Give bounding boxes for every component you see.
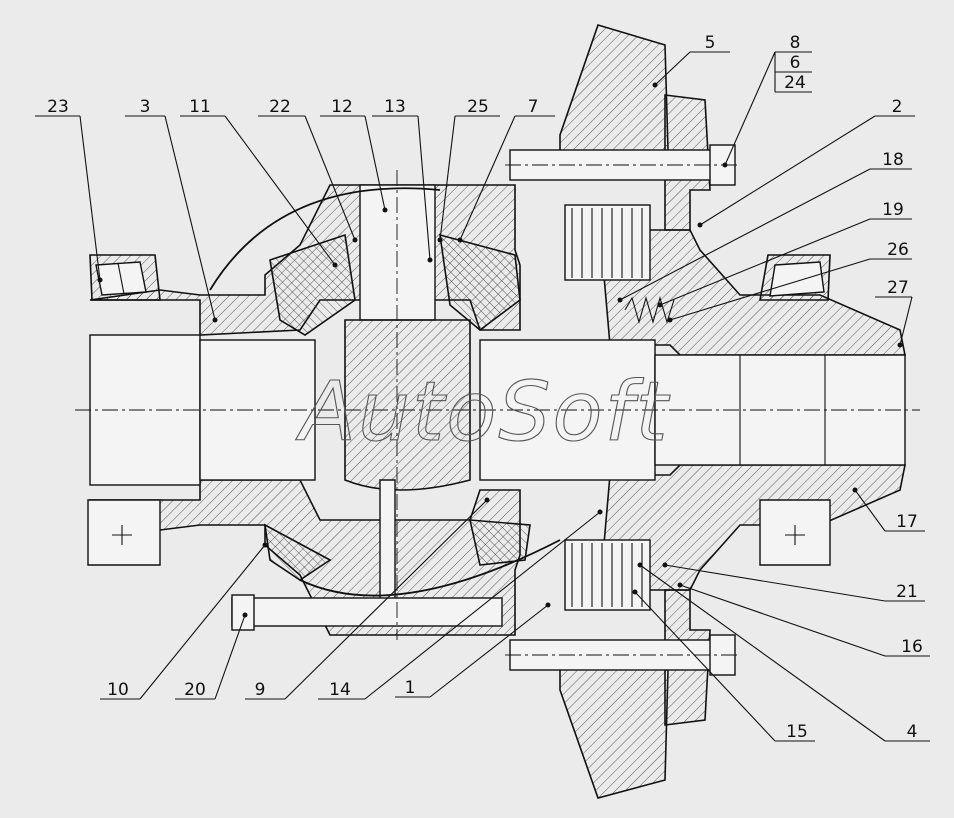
ring-gear bbox=[559, 24, 669, 799]
spring bbox=[624, 296, 675, 324]
leader-dot-7 bbox=[457, 237, 463, 243]
leader-22 bbox=[304, 115, 356, 241]
leader-dot-5 bbox=[652, 82, 658, 88]
watermark: AutoSoft bbox=[295, 365, 670, 460]
leader-14 bbox=[364, 511, 601, 700]
label-25: 25 bbox=[467, 97, 489, 117]
leader-dot-16 bbox=[677, 582, 683, 588]
leader-dot-18 bbox=[617, 297, 623, 303]
leader-dot-19 bbox=[657, 302, 663, 308]
leader-dot-14 bbox=[597, 509, 603, 515]
leader-2 bbox=[699, 115, 876, 226]
leader-dot-8 bbox=[722, 162, 728, 168]
right-mount bbox=[759, 499, 831, 566]
leader-dot-13 bbox=[427, 257, 433, 263]
left-mount bbox=[87, 499, 161, 566]
leader-dot-23 bbox=[97, 277, 103, 283]
label-14: 14 bbox=[329, 680, 351, 700]
leader-25 bbox=[439, 115, 456, 241]
label-12: 12 bbox=[331, 97, 353, 117]
label-24: 24 bbox=[784, 73, 806, 93]
casing-arc bbox=[209, 187, 441, 291]
clutch-plates-bottom bbox=[571, 543, 643, 607]
leader-27 bbox=[899, 296, 913, 346]
leader-15 bbox=[634, 591, 776, 742]
label-9: 9 bbox=[255, 680, 266, 700]
leader-8 bbox=[724, 51, 776, 166]
leader-5 bbox=[654, 51, 691, 86]
leader-26 bbox=[669, 258, 871, 321]
leader-dot-9 bbox=[484, 497, 490, 503]
label-20: 20 bbox=[184, 680, 206, 700]
leader-dot-25 bbox=[437, 237, 443, 243]
leader-17 bbox=[854, 489, 886, 532]
leader-13 bbox=[417, 115, 431, 261]
label-5: 5 bbox=[705, 33, 716, 53]
leader-dot-1 bbox=[545, 602, 551, 608]
label-6: 6 bbox=[790, 53, 801, 73]
label-4: 4 bbox=[907, 722, 918, 742]
leader-dot-20 bbox=[242, 612, 248, 618]
leader-23 bbox=[79, 115, 101, 281]
bearing-right bbox=[759, 254, 831, 301]
label-10: 10 bbox=[107, 680, 129, 700]
leader-7 bbox=[459, 115, 516, 241]
leader-dot-10 bbox=[262, 542, 268, 548]
label-18: 18 bbox=[882, 150, 904, 170]
leader-18 bbox=[619, 168, 871, 301]
bearing-left bbox=[89, 254, 161, 301]
leader-1 bbox=[429, 604, 549, 698]
label-1: 1 bbox=[405, 678, 416, 698]
bolt-left bbox=[231, 594, 503, 631]
leader-19 bbox=[659, 218, 871, 306]
leader-dot-2 bbox=[697, 222, 703, 228]
leader-21 bbox=[664, 564, 886, 602]
leader-dot-3 bbox=[212, 317, 218, 323]
label-23: 23 bbox=[47, 97, 69, 117]
leader-11 bbox=[224, 115, 336, 266]
label-11: 11 bbox=[189, 97, 211, 117]
leader-4 bbox=[639, 564, 886, 742]
spider-pin bbox=[344, 184, 471, 621]
leader-dot-21 bbox=[662, 562, 668, 568]
leader-lines bbox=[35, 51, 930, 742]
leader-20 bbox=[214, 614, 246, 700]
leader-10 bbox=[139, 544, 266, 700]
leader-3 bbox=[164, 115, 216, 321]
clutch-plates-top bbox=[571, 208, 643, 278]
label-13: 13 bbox=[384, 97, 406, 117]
leader-16 bbox=[679, 584, 886, 657]
label-3: 3 bbox=[140, 97, 151, 117]
leader-dot-22 bbox=[352, 237, 358, 243]
label-17: 17 bbox=[896, 512, 918, 532]
leader-dot-27 bbox=[897, 342, 903, 348]
label-19: 19 bbox=[882, 200, 904, 220]
clutch-pack bbox=[564, 204, 651, 611]
leader-dot-26 bbox=[667, 317, 673, 323]
label-2: 2 bbox=[892, 97, 903, 117]
leader-dot-4 bbox=[637, 562, 643, 568]
label-22: 22 bbox=[269, 97, 291, 117]
leader-dot-11 bbox=[332, 262, 338, 268]
label-27: 27 bbox=[887, 278, 909, 298]
label-26: 26 bbox=[887, 240, 909, 260]
leader-dot-12 bbox=[382, 207, 388, 213]
label-16: 16 bbox=[901, 637, 923, 657]
leader-dot-17 bbox=[852, 487, 858, 493]
leader-dot-15 bbox=[632, 589, 638, 595]
bevel-gears bbox=[263, 233, 531, 581]
label-8: 8 bbox=[790, 33, 801, 53]
label-15: 15 bbox=[786, 722, 808, 742]
leader-9 bbox=[284, 499, 488, 700]
label-21: 21 bbox=[896, 582, 918, 602]
label-7: 7 bbox=[528, 97, 539, 117]
leader-12 bbox=[364, 115, 386, 211]
